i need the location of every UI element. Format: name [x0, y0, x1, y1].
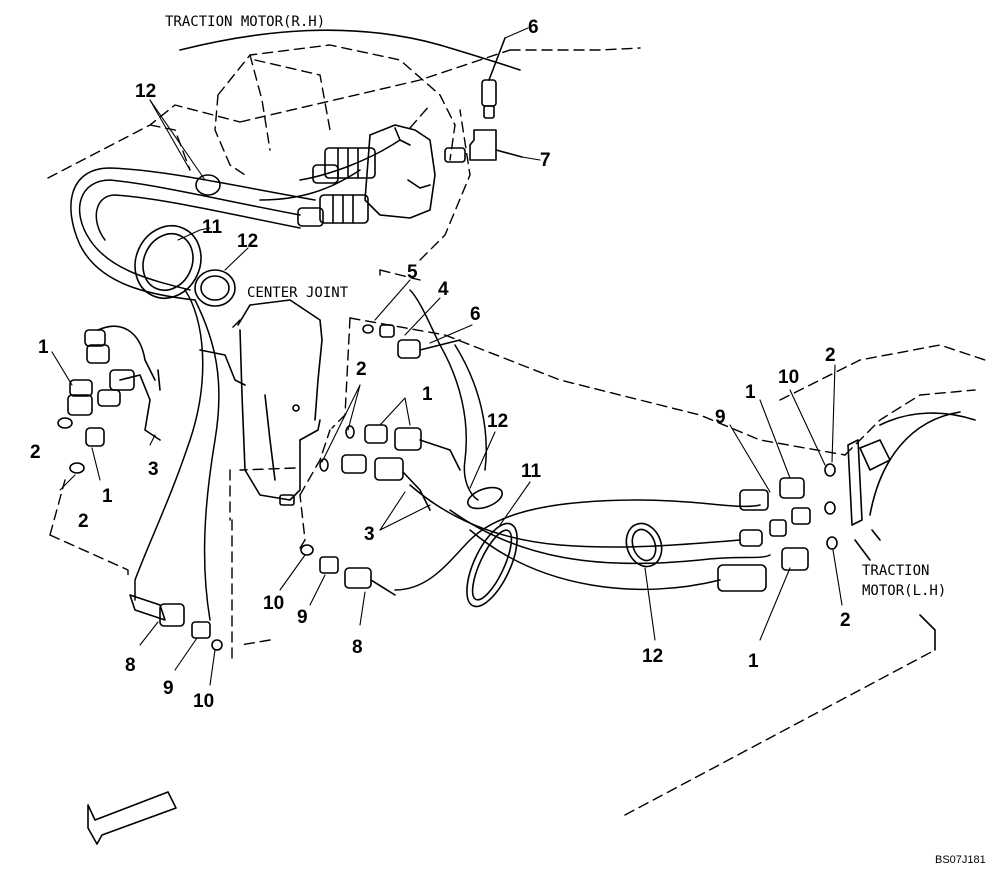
fittings-lower-right	[717, 463, 838, 592]
callout-12: 12	[237, 231, 259, 252]
grommet-11-lower	[466, 522, 518, 608]
callout-7: 7	[540, 150, 551, 171]
fitting-6-top	[481, 37, 506, 119]
callout-9: 9	[163, 678, 174, 699]
callout-1: 1	[748, 651, 759, 672]
callout-1: 1	[745, 382, 756, 403]
callout-8: 8	[125, 655, 136, 676]
traction-motor-rh-valves	[179, 29, 521, 227]
machine-outline	[47, 47, 986, 816]
fitting-1-left	[67, 325, 161, 447]
center-joint-body	[199, 299, 323, 506]
callout-1: 1	[38, 337, 49, 358]
callout-2: 2	[356, 359, 367, 380]
drawing-code: BS07J181	[935, 854, 986, 866]
callout-6: 6	[470, 304, 481, 325]
caption-center-joint: CENTER JOINT	[247, 285, 349, 301]
leader-lines	[51, 27, 843, 686]
callout-10: 10	[193, 691, 215, 712]
callout-5: 5	[407, 262, 418, 283]
callout-10: 10	[263, 593, 285, 614]
grommet-11-upper	[134, 225, 202, 299]
traction-motor-lh	[847, 411, 976, 651]
callout-12: 12	[135, 81, 157, 102]
callout-1: 1	[422, 384, 433, 405]
callout-11: 11	[521, 461, 542, 482]
fittings-center	[300, 324, 461, 596]
callout-12: 12	[642, 646, 664, 667]
callout-2: 2	[825, 345, 836, 366]
forward-arrow-icon	[87, 791, 177, 845]
band-12	[194, 174, 663, 568]
callout-4: 4	[438, 279, 449, 300]
fittings-lower-left	[129, 594, 223, 651]
callout-3: 3	[148, 459, 159, 480]
callout-9: 9	[715, 407, 726, 428]
callout-1: 1	[102, 486, 113, 507]
callout-11: 11	[202, 217, 223, 238]
caption-traction-motor-lh-line1: TRACTION	[862, 563, 930, 579]
caption-traction-motor-lh-line2: MOTOR(L.H)	[862, 583, 947, 599]
o-rings-left	[57, 417, 85, 474]
fitting-7-elbow	[444, 129, 523, 163]
callout-3: 3	[364, 524, 375, 545]
caption-traction-motor-rh: TRACTION MOTOR(R.H)	[165, 14, 326, 30]
hoses	[70, 139, 771, 621]
callout-10: 10	[778, 367, 800, 388]
callout-9: 9	[297, 607, 308, 628]
callout-2: 2	[30, 442, 41, 463]
callout-2: 2	[840, 610, 851, 631]
callout-6: 6	[528, 17, 539, 38]
callout-2: 2	[78, 511, 89, 532]
traction-motor-rh	[214, 44, 456, 176]
callout-12: 12	[487, 411, 509, 432]
callout-8: 8	[352, 637, 363, 658]
